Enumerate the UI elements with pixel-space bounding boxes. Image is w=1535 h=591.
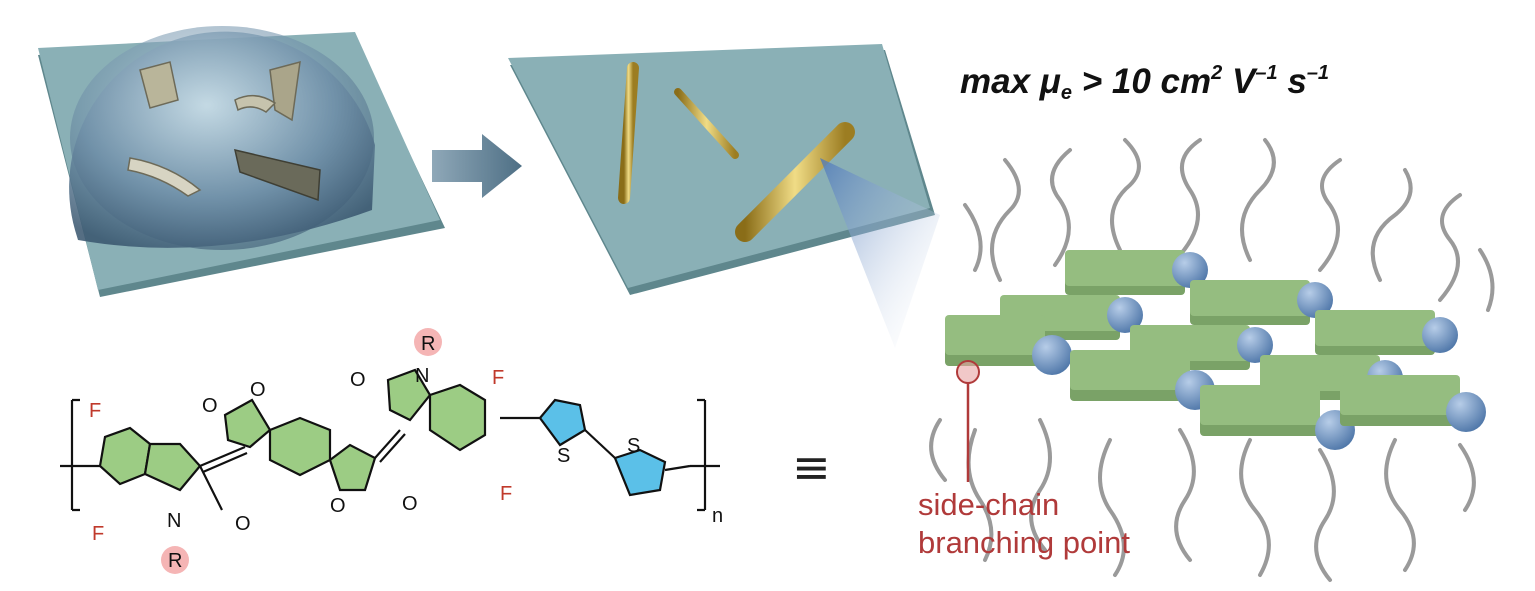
chemical-structure [60, 368, 720, 512]
branching-point-label: side-chain branching point [918, 486, 1130, 562]
headline-middle2: V [1222, 62, 1256, 101]
r-group-highlights [161, 328, 442, 574]
substrate-with-nanowires [508, 44, 940, 348]
atom-o-lactone-top: O [202, 395, 218, 417]
process-arrow [432, 134, 522, 198]
atom-o-right-ketone: O [350, 369, 366, 391]
atom-n-right: N [415, 365, 429, 387]
branching-label-line1: side-chain [918, 487, 1060, 522]
block-row-front [945, 315, 1486, 450]
furanone-ring-right [328, 443, 377, 492]
nanowire-3 [735, 122, 855, 242]
headline-sup3: –1 [1306, 62, 1330, 84]
substrate-with-droplet [38, 26, 445, 297]
atom-s-thiophene-2: S [627, 435, 640, 457]
nanowire-1 [618, 62, 639, 204]
thiophene-ring-1 [538, 398, 587, 447]
furanone-ring-left [223, 398, 272, 449]
atom-f-top-left: F [89, 400, 101, 422]
indolinone-ring-left [143, 442, 202, 492]
thiophene-ring-2 [613, 448, 667, 497]
atom-o-ring-top: O [250, 379, 266, 401]
atom-r-left: R [168, 550, 182, 572]
headline-sup1: 2 [1211, 62, 1223, 84]
indolinone-ring-right [386, 368, 432, 422]
benzene-ring-left [98, 426, 152, 486]
atom-o-left-ketone: O [235, 513, 251, 535]
atom-s-thiophene-1: S [557, 445, 570, 467]
atom-f-bottom-left: F [92, 523, 104, 545]
equivalence-symbol: ≡ [792, 440, 831, 494]
packing-model [929, 138, 1495, 582]
headline-sup2: –1 [1255, 62, 1278, 84]
atom-f-top-right: F [492, 367, 504, 389]
nanowire-2 [674, 88, 739, 159]
conjugated-backbone-blocks [945, 250, 1486, 450]
headline-prefix: max μ [960, 62, 1061, 101]
atom-f-bottom-right: F [500, 483, 512, 505]
headline-subscript: e [1060, 82, 1073, 104]
central-benzene-ring [268, 416, 332, 477]
atom-r-right: R [421, 333, 435, 355]
atom-n-left: N [167, 510, 181, 532]
atom-o-ring-bottom: O [330, 495, 346, 517]
repeat-unit-n: n [712, 505, 723, 527]
zoom-cone [820, 158, 940, 348]
benzene-ring-right [428, 383, 487, 452]
atom-o-lactone-bottom: O [402, 493, 418, 515]
branching-point-marker [956, 360, 980, 482]
headline-middle3: s [1277, 62, 1307, 101]
mobility-headline: max μe > 10 cm2 V–1 s–1 [960, 62, 1329, 105]
block-row-back [1065, 250, 1458, 355]
headline-middle1: > 10 cm [1072, 62, 1212, 101]
branching-label-line2: branching point [918, 525, 1130, 560]
